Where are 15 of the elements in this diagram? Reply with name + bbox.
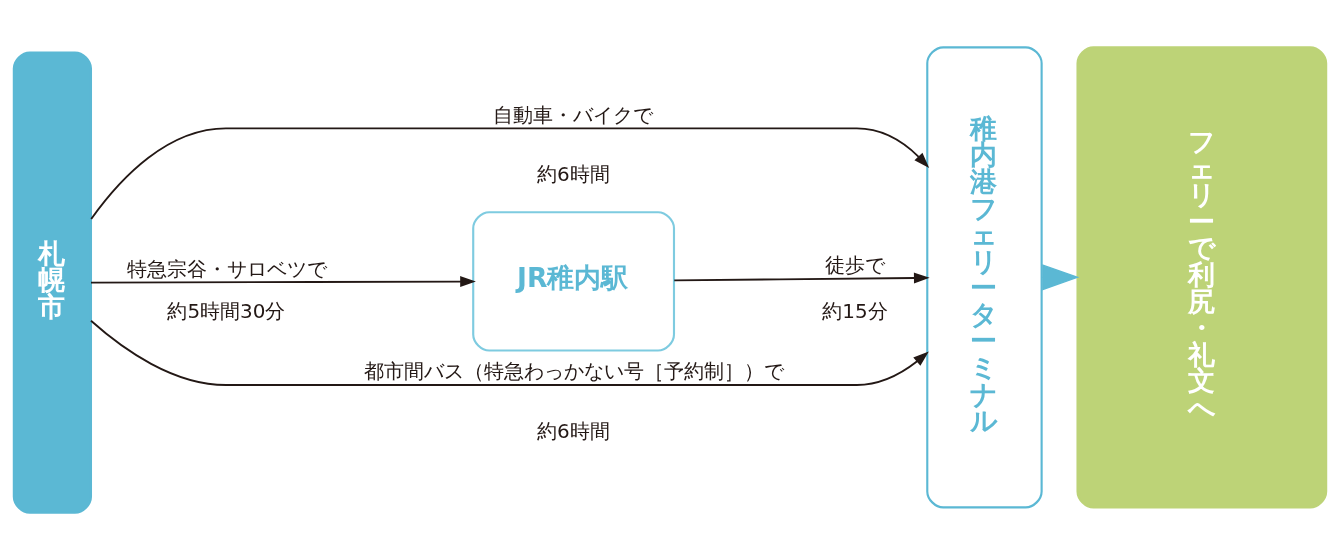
edge-label: 特急宗谷・サロベツで (126, 256, 327, 281)
arrow (90, 319, 929, 386)
arrow (90, 275, 476, 287)
edge-label: 徒歩で (824, 252, 885, 277)
node-box: JR稚内駅 (472, 210, 676, 352)
node-box: 札幌市 (12, 51, 93, 514)
label: 約15分 (822, 298, 888, 323)
label: 約5時間30分 (167, 298, 286, 323)
node-box: フェリーで利尻・礼文へ (1076, 45, 1328, 508)
label: 約6時間 (537, 418, 610, 443)
edge-label: 自動車・バイクで (493, 102, 654, 127)
edge-label: 都市間バス（特急わっかない号［予約制］）で (363, 358, 784, 383)
arrow (673, 272, 930, 283)
label: 約6時間 (537, 161, 610, 186)
arrow (90, 127, 930, 220)
